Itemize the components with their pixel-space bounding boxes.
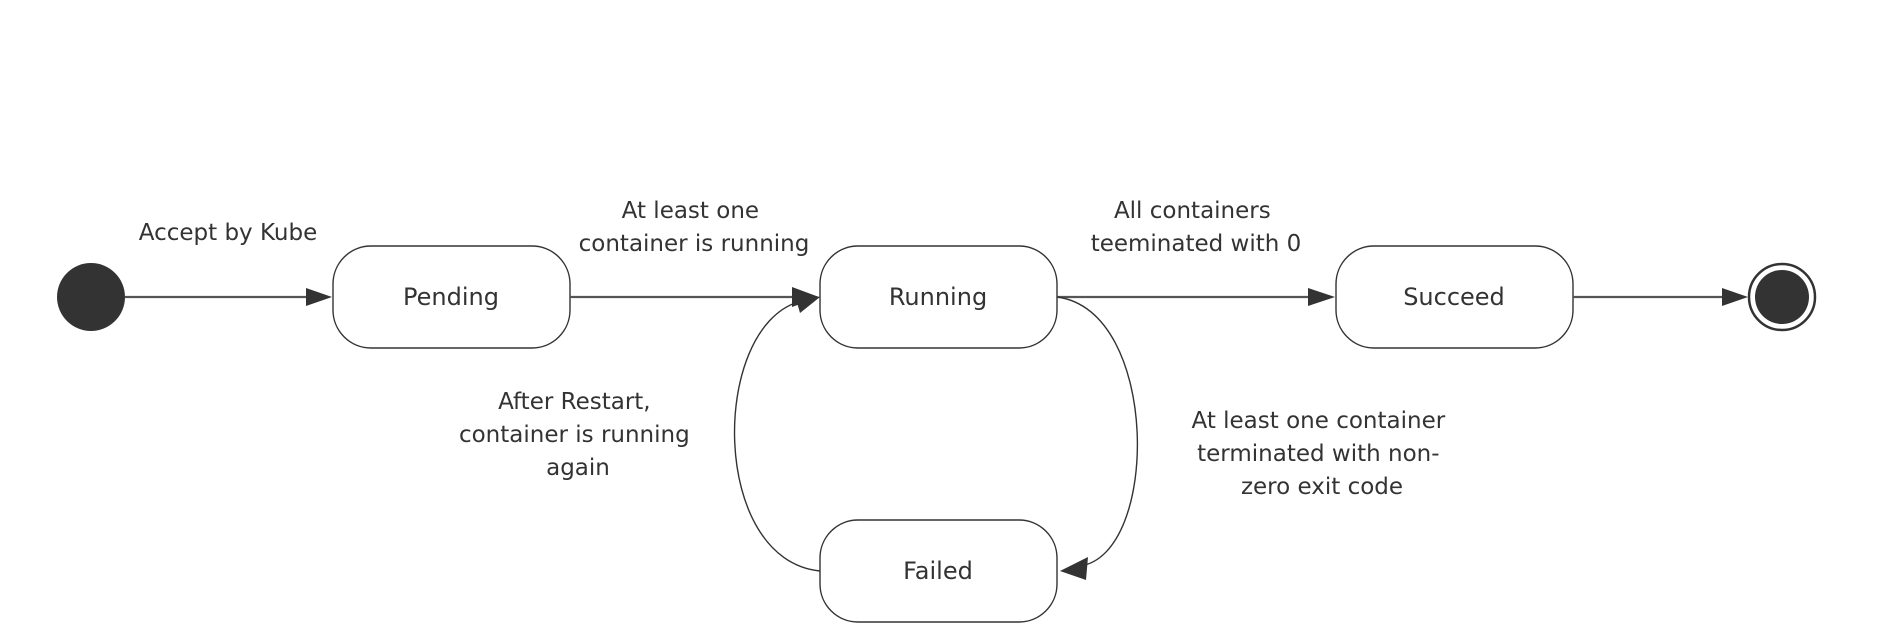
label-at-least-one-running: At least one container is running bbox=[579, 198, 810, 257]
arrow-head bbox=[306, 288, 332, 306]
state-pending-label: Pending bbox=[403, 283, 499, 311]
label-accept-by-kube: Accept by Kube bbox=[139, 220, 318, 246]
arrow-head bbox=[794, 292, 820, 313]
label-after-restart: After Restart, container is running agai… bbox=[459, 389, 697, 481]
arrow-head bbox=[1060, 557, 1088, 580]
transition-succeed-to-end bbox=[1573, 288, 1748, 306]
state-succeed-label: Succeed bbox=[1403, 283, 1505, 311]
arrow-head bbox=[1308, 288, 1335, 306]
state-succeed: Succeed bbox=[1335, 245, 1574, 349]
state-running-label: Running bbox=[889, 283, 987, 311]
final-state-node bbox=[1747, 262, 1817, 332]
initial-state-node bbox=[57, 263, 125, 331]
transition-start-to-pending bbox=[125, 288, 332, 306]
transition-pending-to-running bbox=[570, 287, 819, 307]
label-at-least-one-terminated: At least one container terminated with n… bbox=[1191, 408, 1452, 500]
transition-running-to-failed bbox=[1056, 296, 1139, 580]
state-running: Running bbox=[819, 245, 1058, 349]
state-failed: Failed bbox=[819, 519, 1058, 623]
transition-failed-to-running bbox=[733, 292, 821, 572]
label-all-containers-terminated: All containers teeminated with 0 bbox=[1091, 198, 1302, 257]
transition-running-to-succeed bbox=[1057, 288, 1335, 306]
arrow-head bbox=[1722, 288, 1748, 306]
state-pending: Pending bbox=[332, 245, 571, 349]
state-failed-label: Failed bbox=[903, 557, 973, 585]
